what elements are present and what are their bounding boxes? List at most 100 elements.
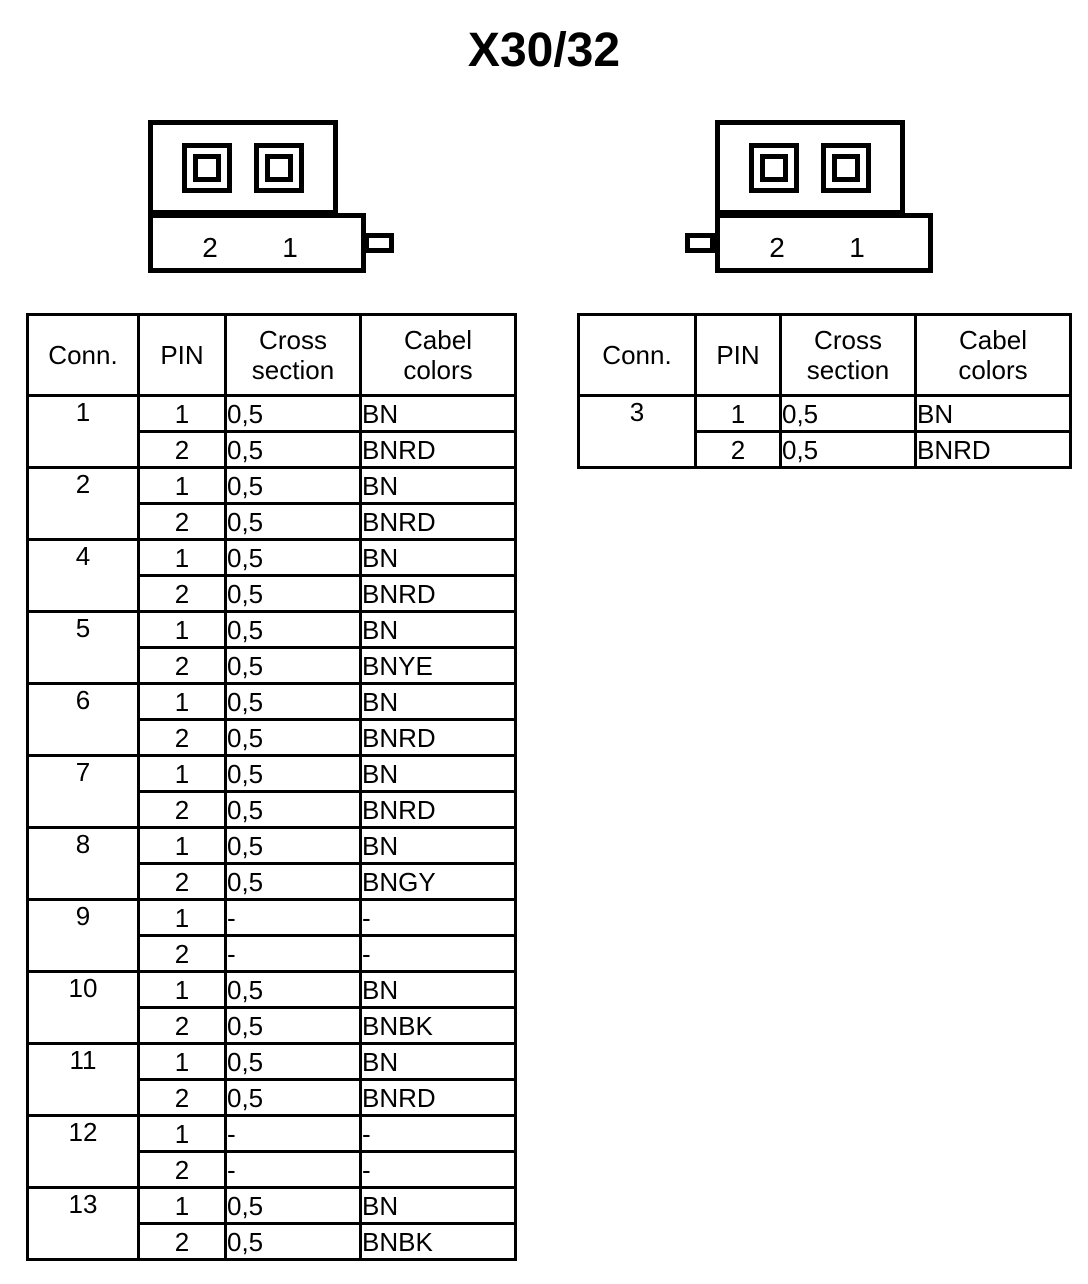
cell-cabel-color: BNRD bbox=[359, 430, 517, 469]
cell-conn: 13 bbox=[26, 1186, 140, 1261]
cell-cabel-color: BN bbox=[359, 754, 517, 793]
header-conn: Conn. bbox=[577, 313, 697, 397]
header-cabel-colors: Cabel colors bbox=[914, 313, 1072, 397]
cell-pin: 1 bbox=[137, 754, 227, 793]
cell-cabel-color: BN bbox=[359, 610, 517, 649]
cell-pin: 2 bbox=[137, 646, 227, 685]
cell-cabel-color: BN bbox=[359, 826, 517, 865]
cell-pin: 2 bbox=[694, 430, 782, 469]
cell-conn: 6 bbox=[26, 682, 140, 757]
cell-cross-section: 0,5 bbox=[224, 502, 362, 541]
cell-pin: 1 bbox=[137, 394, 227, 433]
cell-pin: 2 bbox=[137, 502, 227, 541]
cell-cross-section: 0,5 bbox=[224, 610, 362, 649]
cell-cabel-color: BNBK bbox=[359, 1222, 517, 1261]
connector-right-housing-upper bbox=[715, 120, 905, 215]
header-color-line1: Cabel bbox=[959, 325, 1027, 355]
cell-cabel-color: BN bbox=[359, 394, 517, 433]
cell-cabel-color: BN bbox=[359, 1042, 517, 1081]
cell-pin: 1 bbox=[137, 970, 227, 1009]
cell-cabel-color: BNRD bbox=[359, 790, 517, 829]
connector-left-pin-contact-1 bbox=[265, 153, 293, 182]
cell-cross-section: - bbox=[224, 898, 362, 937]
connector-right-label-pin1: 1 bbox=[849, 232, 865, 263]
cell-cabel-color: BN bbox=[359, 970, 517, 1009]
cell-pin: 2 bbox=[137, 1222, 227, 1261]
cell-cross-section: 0,5 bbox=[224, 1078, 362, 1117]
cell-cross-section: 0,5 bbox=[224, 826, 362, 865]
cell-cross-section: 0,5 bbox=[224, 970, 362, 1009]
header-color-line1: Cabel bbox=[404, 325, 472, 355]
cell-pin: 2 bbox=[137, 718, 227, 757]
cell-cross-section: 0,5 bbox=[224, 1222, 362, 1261]
cell-conn: 3 bbox=[577, 394, 697, 469]
cell-pin: 2 bbox=[137, 1150, 227, 1189]
cell-pin: 2 bbox=[137, 430, 227, 469]
cell-pin: 1 bbox=[137, 1042, 227, 1081]
cell-pin: 2 bbox=[137, 862, 227, 901]
header-cabel-colors: Cabel colors bbox=[359, 313, 517, 397]
cell-cross-section: 0,5 bbox=[224, 430, 362, 469]
cell-conn: 4 bbox=[26, 538, 140, 613]
cell-conn: 11 bbox=[26, 1042, 140, 1117]
cell-cabel-color: - bbox=[359, 934, 517, 973]
cell-conn: 5 bbox=[26, 610, 140, 685]
table-row: 2-- bbox=[28, 1150, 517, 1189]
header-pin: PIN bbox=[694, 313, 782, 397]
connector-right-latch-tab bbox=[685, 233, 715, 253]
cell-cabel-color: - bbox=[359, 1150, 517, 1189]
cell-conn: 2 bbox=[26, 466, 140, 541]
cell-cabel-color: BN bbox=[359, 1186, 517, 1225]
cell-cabel-color: BN bbox=[914, 394, 1072, 433]
header-cross-section: Cross section bbox=[224, 313, 362, 397]
cell-pin: 2 bbox=[137, 574, 227, 613]
cell-cross-section: 0,5 bbox=[224, 754, 362, 793]
connector-left-label-pin2: 2 bbox=[202, 232, 218, 263]
connector-left-housing-lower: 2 1 bbox=[148, 213, 366, 273]
cell-cross-section: 0,5 bbox=[224, 682, 362, 721]
cell-conn: 7 bbox=[26, 754, 140, 829]
cell-cabel-color: BNYE bbox=[359, 646, 517, 685]
header-color-line2: colors bbox=[958, 355, 1028, 385]
connector-symbol-left: 2 1 bbox=[148, 120, 408, 275]
cell-pin: 1 bbox=[137, 610, 227, 649]
header-pin: PIN bbox=[137, 313, 227, 397]
cell-cabel-color: BN bbox=[359, 682, 517, 721]
connector-right-label-pin2: 2 bbox=[769, 232, 785, 263]
cell-cross-section: - bbox=[224, 1114, 362, 1153]
header-cross-line1: Cross bbox=[259, 325, 327, 355]
connector-left-pin-square-1 bbox=[254, 142, 304, 193]
connector-right-housing-lower: 2 1 bbox=[715, 213, 933, 273]
cell-cross-section: 0,5 bbox=[224, 1006, 362, 1045]
cell-cross-section: - bbox=[224, 1150, 362, 1189]
cell-conn: 8 bbox=[26, 826, 140, 901]
connector-left-latch-tab bbox=[364, 233, 394, 253]
cell-cabel-color: BNRD bbox=[359, 502, 517, 541]
cell-pin: 2 bbox=[137, 934, 227, 973]
cell-conn: 12 bbox=[26, 1114, 140, 1189]
connector-right-pin-square-1 bbox=[821, 142, 871, 193]
cell-conn: 9 bbox=[26, 898, 140, 973]
